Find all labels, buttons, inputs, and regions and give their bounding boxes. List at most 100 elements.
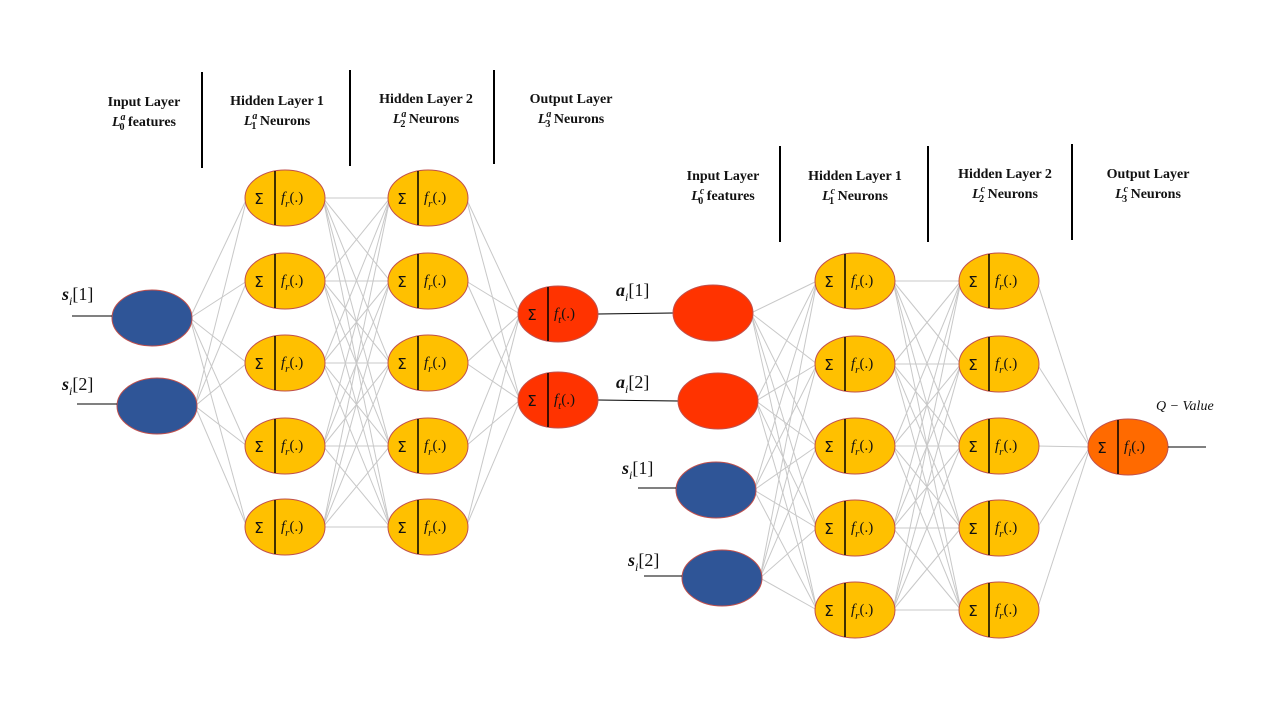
edge <box>1036 446 1091 529</box>
connection-edges <box>189 197 1091 611</box>
layer-title: Hidden Layer 1 <box>230 94 324 109</box>
edge <box>892 280 962 611</box>
edge <box>465 280 521 401</box>
edge <box>892 445 962 611</box>
action-link <box>597 399 679 402</box>
critic-input-node-1 <box>677 372 759 430</box>
critic-input-label-2: si[1] <box>621 458 653 482</box>
edge <box>759 445 818 579</box>
activation-label: fr(.) <box>424 273 446 293</box>
activation-label: fr(.) <box>851 602 873 622</box>
edge <box>465 313 521 364</box>
edge <box>750 280 818 314</box>
neuron-body <box>387 252 469 310</box>
edge <box>755 400 818 447</box>
activation-label: fr(.) <box>851 438 873 458</box>
neuron-body <box>517 285 599 343</box>
edge <box>322 445 391 528</box>
io-labels: si[1]si[2]ai[1]ai[2]si[1]si[2]Q − Value <box>61 280 1214 577</box>
sum-symbol: Σ <box>397 190 406 208</box>
sum-symbol: Σ <box>824 273 833 291</box>
sum-symbol: Σ <box>968 273 977 291</box>
sum-symbol: Σ <box>527 392 536 410</box>
sum-symbol: Σ <box>254 519 263 537</box>
neuron-body <box>958 499 1040 557</box>
critic-input-label-0: ai[1] <box>616 280 649 304</box>
edge <box>322 197 391 528</box>
neuron-body <box>958 252 1040 310</box>
activation-label: fr(.) <box>851 273 873 293</box>
edge <box>194 197 248 407</box>
activation-label: ft(.) <box>554 392 575 412</box>
critic-input-node-3 <box>681 549 763 607</box>
edge <box>759 527 818 579</box>
neuron-body <box>244 252 326 310</box>
edge <box>465 313 521 528</box>
activation-label: fr(.) <box>995 520 1017 540</box>
q-value-label: Q − Value <box>1156 399 1214 414</box>
critic-input-node-0 <box>672 284 754 342</box>
layer-dividers <box>201 70 1073 242</box>
edge <box>465 362 521 401</box>
sum-symbol: Σ <box>397 438 406 456</box>
edge <box>322 280 391 528</box>
action-link <box>597 312 674 315</box>
layer-title: Input Layer <box>108 95 181 110</box>
edge <box>194 280 248 407</box>
activation-label: fl(.) <box>1124 439 1145 459</box>
sum-symbol: Σ <box>968 438 977 456</box>
activation-label: fr(.) <box>424 519 446 539</box>
activation-label: ft(.) <box>554 306 575 326</box>
activation-label: fr(.) <box>424 438 446 458</box>
edge <box>750 312 818 611</box>
sum-symbol: Σ <box>397 355 406 373</box>
activation-label: fr(.) <box>424 190 446 210</box>
neuron-body <box>244 417 326 475</box>
edge <box>322 362 391 528</box>
activation-label: fr(.) <box>424 355 446 375</box>
edge <box>189 280 248 319</box>
sum-symbol: Σ <box>254 190 263 208</box>
edge <box>322 197 391 364</box>
critic-input-label-3: si[2] <box>627 550 659 574</box>
edge <box>750 312 818 529</box>
actor-input-node-1 <box>116 377 198 435</box>
edge <box>753 280 818 491</box>
edge <box>322 197 391 282</box>
neuron-body <box>814 417 896 475</box>
sum-symbol: Σ <box>254 273 263 291</box>
edge <box>755 400 818 529</box>
layer-title: Hidden Layer 1 <box>808 169 902 184</box>
activation-label: fr(.) <box>281 519 303 539</box>
neuron-body <box>387 334 469 392</box>
neuron-body <box>244 498 326 556</box>
neuron-body <box>244 334 326 392</box>
edge <box>759 280 818 579</box>
